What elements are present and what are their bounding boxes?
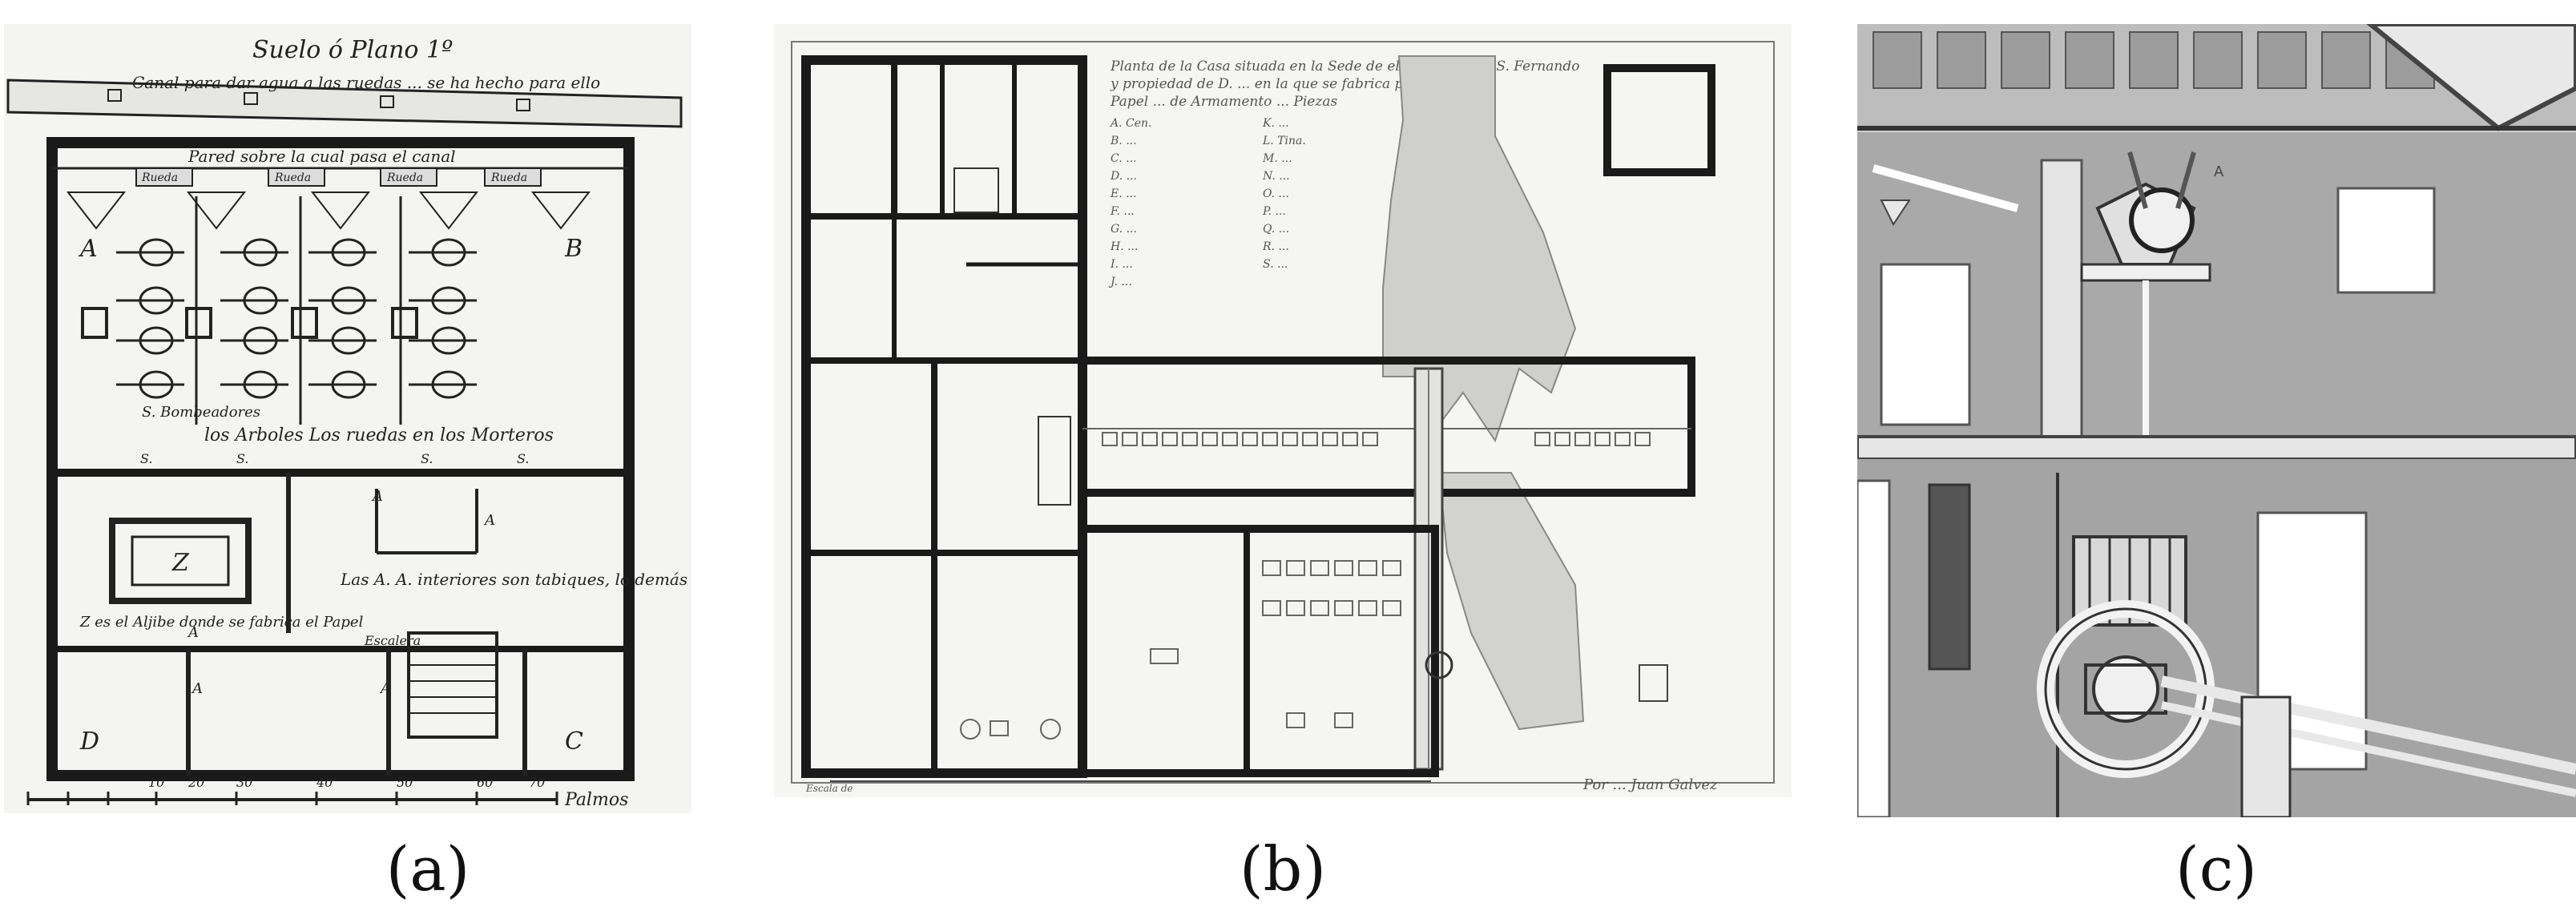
lower-floor [1857,459,2576,817]
panel-b-drawing: Planta de la Casa situada en la Sede de … [774,24,1792,797]
svg-text:E. ...: E. ... [1110,187,1136,200]
scale-number-10: 10 [148,775,164,790]
svg-text:R. ...: R. ... [1262,240,1289,253]
svg-text:J. ...: J. ... [1108,276,1132,288]
wall-note: Pared sobre la cual pasa el canal [187,147,456,166]
svg-text:G. ...: G. ... [1111,223,1137,236]
room-label-a2: A [483,512,495,529]
panel-b-title-line1: Planta de la Casa situada en la Sede de … [1110,58,1579,75]
room-label-a1: A [371,488,383,505]
signature: Por ... Juan Galvez [1582,776,1718,793]
pavilion [1603,64,1715,176]
corner-label-c: C [565,728,583,756]
upper-floor [1857,132,2576,441]
legend-right: K. ... L. Tina. M. ... N. ... O. ... P. … [1262,117,1306,271]
vat-row [1102,432,1651,446]
svg-text:P. ...: P. ... [1262,205,1286,218]
svg-text:H. ...: H. ... [1110,240,1138,253]
interior-note: Las A. A. interiores son tabiques, lo de… [340,570,691,589]
building-outline [46,137,635,781]
corner-label-a: A [78,235,98,263]
svg-text:A. Cen.: A. Cen. [1109,117,1151,130]
svg-text:I. ...: I. ... [1110,258,1133,271]
cistern-label: Z [171,549,190,577]
svg-text:F. ...: F. ... [1110,205,1135,218]
room-label-s1: S. [140,451,152,466]
scale-label: Escala de [805,783,853,794]
wheel-label-4: Rueda [490,171,527,184]
corner-label-d: D [79,728,99,756]
lower-wing [1078,525,1439,777]
wheel-label-2: Rueda [274,171,311,184]
svg-text:B. ...: B. ... [1110,135,1137,147]
room-label-s4: S. [517,451,529,466]
wheel-label-1: Rueda [141,171,178,184]
svg-text:M. ...: M. ... [1262,152,1292,165]
svg-text:K. ...: K. ... [1262,117,1289,130]
room-label-a3: A [187,624,199,641]
panel-c-label: A [2214,163,2224,180]
cistern [109,518,252,604]
stairs-label: Escalera [364,633,421,648]
panel-b-floor-plan: Planta de la Casa situada en la Sede de … [774,24,1792,797]
svg-text:Q. ...: Q. ... [1263,223,1289,236]
room-label-s3: S. [421,451,433,466]
caption-b: (b) [1240,833,1326,905]
panel-c-section-detail: A [1857,24,2576,817]
cistern-note: Z es el Aljibe donde se fabrica el Papel [79,614,364,631]
scale-number-70: 70 [529,775,545,790]
corner-label-b: B [564,235,583,263]
long-wing [1078,357,1695,497]
trees-note: los Arboles Los ruedas en los Morteros [204,425,554,445]
svg-text:N. ...: N. ... [1262,170,1290,183]
roof-edge [2366,24,2576,131]
river [1382,55,1577,443]
svg-text:O. ...: O. ... [1263,187,1289,200]
scale-number-50: 50 [397,775,413,790]
svg-text:S. ...: S. ... [1263,258,1288,271]
stamper-grid [116,238,477,399]
scale-number-40: 40 [316,775,333,790]
scale-unit: Palmos [564,790,628,810]
panel-b-title-line2: y propiedad de D. ... en la que se fabri… [1110,76,1433,92]
caption-a: (a) [385,833,470,905]
room-label-a4: A [191,680,203,697]
canal-note: Canal para dar agua a las ruedas ... se … [132,73,600,92]
wheel-mechanism [2037,535,2576,797]
panel-a-floor-plan: Suelo ó Plano 1º Canal para dar agua a l… [4,24,691,813]
engines-note: S. Bombeadores [142,404,260,421]
svg-text:D. ...: D. ... [1110,170,1137,183]
wheel-label-3: Rueda [386,171,423,184]
caption-c: (c) [2175,833,2257,905]
canal-strip [6,79,683,128]
svg-text:L. Tina.: L. Tina. [1262,135,1306,147]
panel-a-title: Suelo ó Plano 1º [252,36,453,64]
panel-c-drawing: A [1857,24,2576,817]
scale-number-20: 20 [187,775,204,790]
scale-number-60: 60 [477,775,493,790]
scale-number-30: 30 [236,775,252,790]
floor-divider [1857,435,2576,461]
legend-left: A. Cen. B. ... C. ... D. ... E. ... F. .… [1108,117,1151,288]
svg-text:C. ...: C. ... [1111,152,1136,165]
pulley-mechanism [2080,151,2211,441]
room-label-a5: A [379,680,391,697]
panel-b-title-line3: Papel ... de Armamento ... Piezas [1110,94,1337,110]
room-label-s2: S. [236,451,248,466]
panel-a-drawing: Suelo ó Plano 1º Canal para dar agua a l… [4,24,691,813]
